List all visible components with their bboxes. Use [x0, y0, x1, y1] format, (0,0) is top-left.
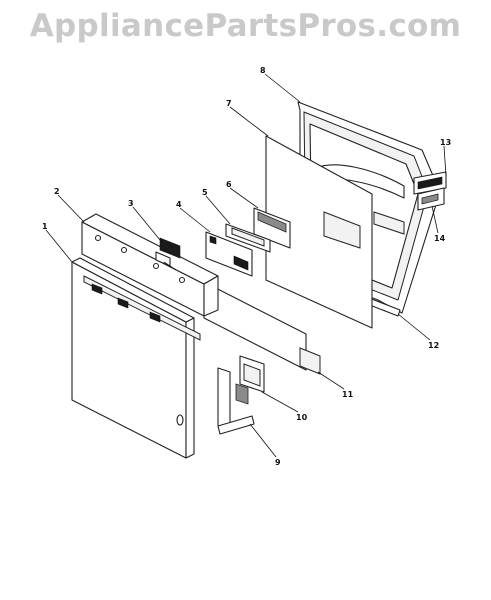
part-4-control-module — [205, 231, 253, 277]
callout-9: 9 — [275, 458, 281, 467]
part-7-insulation — [265, 135, 373, 329]
callout-labels: 1 2 3 4 5 6 7 8 9 10 11 12 13 14 — [42, 66, 451, 467]
part-2-console — [81, 213, 219, 341]
callout-14: 14 — [434, 234, 446, 243]
part-11-panel — [203, 281, 321, 375]
part-1-outer-door — [71, 257, 195, 459]
callout-11: 11 — [342, 390, 354, 399]
callout-4: 4 — [176, 200, 182, 209]
callout-5: 5 — [202, 188, 208, 197]
part-9-hinge-arm — [217, 367, 255, 435]
part-5-board — [225, 223, 271, 253]
callout-13: 13 — [440, 138, 451, 147]
part-3-switch — [155, 237, 181, 271]
part-6-trim — [253, 207, 291, 249]
callout-6: 6 — [226, 180, 232, 189]
callout-8: 8 — [260, 66, 266, 75]
part-13-vent — [413, 171, 447, 195]
callout-1: 1 — [42, 222, 48, 231]
leader-lines — [45, 73, 447, 458]
callout-10: 10 — [296, 413, 308, 422]
callout-3: 3 — [128, 199, 134, 208]
part-10-bracket — [239, 355, 265, 393]
callout-12: 12 — [428, 341, 439, 350]
callout-7: 7 — [226, 99, 232, 108]
part-14-bracket — [417, 187, 445, 211]
callout-2: 2 — [54, 187, 60, 196]
watermark-logo: AppliancePartsPros.com — [29, 8, 462, 44]
